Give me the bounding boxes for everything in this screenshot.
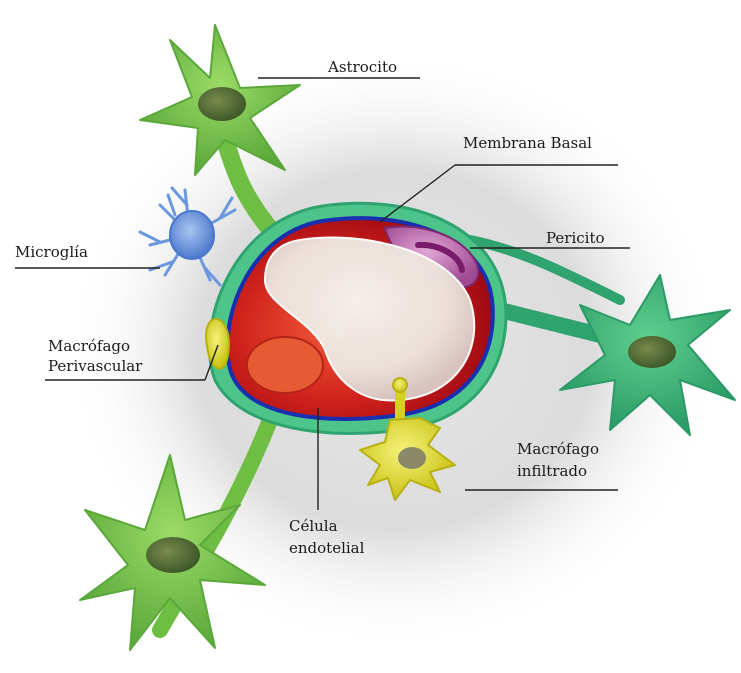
- label-astrocito: Astrocito: [328, 58, 397, 77]
- endothelial-nucleus: [247, 337, 323, 393]
- label-pericito: Pericito: [546, 229, 605, 248]
- label-membrana-basal: Membrana Basal: [463, 134, 592, 153]
- label-macrofago-perivascular-line2: Perivascular: [48, 357, 142, 376]
- label-macrofago-perivascular-line1: Macrófago: [48, 337, 130, 356]
- label-macrofago-infiltrado-line2: infiltrado: [517, 462, 587, 481]
- label-celula-endotelial-line1: Célula: [289, 517, 338, 536]
- label-celula-endotelial-line2: endotelial: [289, 539, 364, 558]
- label-microglia: Microglía: [15, 243, 88, 262]
- label-macrofago-infiltrado-line1: Macrófago: [517, 440, 599, 459]
